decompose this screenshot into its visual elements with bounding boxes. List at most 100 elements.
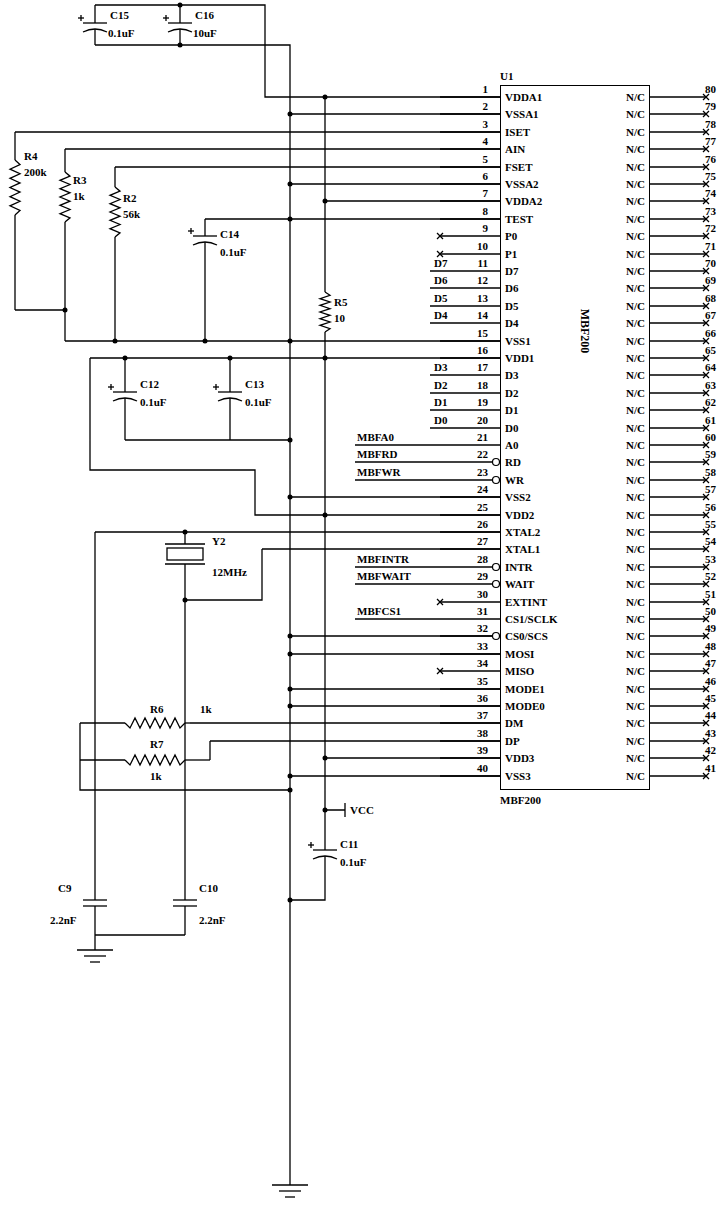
pin-number: 46 [705, 675, 716, 687]
pin-line [440, 148, 500, 149]
junction-dot [203, 339, 208, 344]
resistor-symbol [324, 280, 325, 292]
capacitor-symbol [110, 384, 111, 390]
component-label: 0.1uF [108, 27, 135, 39]
ground-symbol [77, 949, 113, 950]
pin-number: 50 [705, 605, 716, 617]
pin-name: INTR [505, 560, 533, 574]
pin-name: MODE1 [505, 682, 545, 696]
signal-name: D1 [434, 396, 447, 408]
junction-dot [288, 704, 293, 709]
pin-number: 53 [705, 553, 716, 565]
pin-name: N/C [626, 542, 645, 556]
pin-line [430, 305, 500, 306]
pin-number: 63 [705, 379, 716, 391]
pin-number: 3 [483, 118, 489, 130]
pin-line [440, 340, 500, 341]
component-label: VCC [350, 804, 374, 816]
pin-name: CS1/SCLK [505, 612, 558, 626]
pin-name: N/C [626, 716, 645, 730]
pin-line [355, 566, 500, 567]
pin-number: 72 [705, 222, 716, 234]
pin-line [355, 583, 500, 584]
resistor-symbol [125, 755, 185, 765]
pin-number: 6 [483, 170, 489, 182]
inversion-bubble [493, 581, 500, 588]
pin-name: N/C [626, 229, 645, 243]
no-connect-mark [437, 233, 443, 239]
pin-name: CS0/SCS [505, 629, 548, 643]
resistor-symbol [64, 149, 65, 172]
pin-number: 30 [477, 588, 488, 600]
pin-number: 56 [705, 501, 716, 513]
pin-line [440, 601, 500, 602]
capacitor-symbol [190, 228, 191, 234]
component-label: C15 [110, 9, 129, 21]
pin-name: N/C [626, 316, 645, 330]
pin-name: D5 [505, 299, 518, 313]
pin-number: 49 [705, 622, 716, 634]
pin-number: 69 [705, 274, 716, 286]
capacitor-symbol [168, 22, 192, 23]
junction-dot [228, 356, 233, 361]
pin-line [650, 444, 706, 445]
signal-name: D7 [434, 257, 447, 269]
pin-number: 70 [705, 257, 716, 269]
pin-line [440, 166, 500, 167]
resistor-symbol [320, 292, 330, 332]
pin-line [430, 270, 500, 271]
pin-name: MOSI [505, 647, 534, 661]
junction-dot [288, 112, 293, 117]
pin-number: 2 [483, 100, 489, 112]
pin-line [440, 740, 500, 741]
pin-line [355, 479, 500, 480]
pin-name: TEST [505, 212, 533, 226]
pin-name: WAIT [505, 577, 534, 591]
pin-number: 45 [705, 692, 716, 704]
pin-number: 29 [477, 570, 488, 582]
wire [15, 5, 500, 1185]
pin-name: N/C [626, 508, 645, 522]
pin-name: RD [505, 455, 521, 469]
component-label: C14 [220, 228, 239, 240]
resistor-symbol [185, 722, 190, 723]
pin-number: 34 [477, 657, 488, 669]
pin-line [650, 653, 706, 654]
pin-name: N/C [626, 281, 645, 295]
pin-line [650, 131, 706, 132]
pin-name: N/C [626, 264, 645, 278]
pin-line [440, 96, 500, 97]
pin-number: 27 [477, 535, 488, 547]
junction-dot [323, 199, 328, 204]
capacitor-symbol [165, 15, 166, 21]
pin-name: N/C [626, 455, 645, 469]
pin-number: 18 [477, 379, 488, 391]
pin-name: VSS2 [505, 490, 531, 504]
component-label: C10 [199, 882, 218, 894]
capacitor-symbol [193, 235, 217, 236]
pin-line [650, 287, 706, 288]
capacitor-symbol [215, 384, 216, 390]
pin-number: 43 [705, 727, 716, 739]
junction-dot [123, 356, 128, 361]
junction-dot [288, 652, 293, 657]
pin-line [650, 218, 706, 219]
pin-line [650, 740, 706, 741]
junction-dot [113, 339, 118, 344]
pin-number: 60 [705, 431, 716, 443]
pin-number: 8 [483, 205, 489, 217]
component-label: R5 [334, 296, 347, 308]
pin-number: 79 [705, 100, 716, 112]
signal-name: D4 [434, 309, 447, 321]
pin-name: P1 [505, 247, 517, 261]
pin-name: N/C [626, 368, 645, 382]
pin-number: 12 [477, 274, 488, 286]
pin-name: N/C [626, 351, 645, 365]
pin-number: 64 [705, 361, 716, 373]
pin-name: N/C [626, 734, 645, 748]
capacitor-symbol [324, 856, 325, 890]
component-label: 12MHz [212, 566, 247, 578]
signal-name: D3 [434, 361, 447, 373]
ic-package: VDDA1VSSA1ISETAINFSETVSSA2VDDA2TESTP0P1D… [500, 85, 650, 790]
pin-line [430, 322, 500, 323]
